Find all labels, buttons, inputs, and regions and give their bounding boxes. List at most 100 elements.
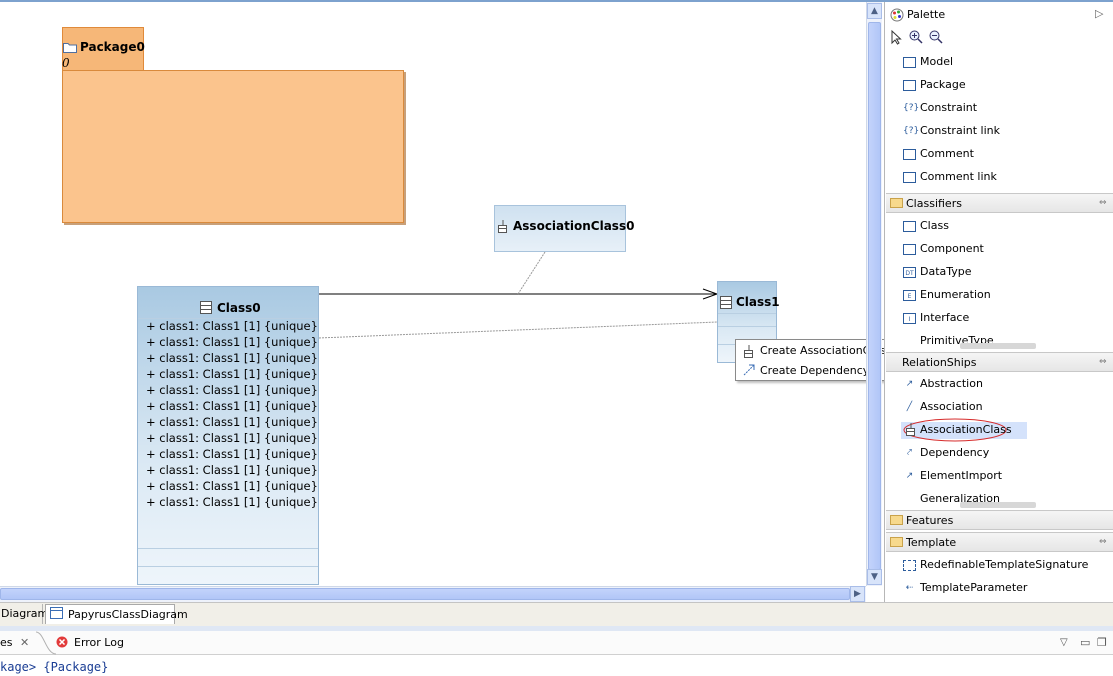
- palette-item-comment[interactable]: Comment: [920, 147, 974, 160]
- palette-item-selected-highlight: [901, 422, 1027, 439]
- palette-item-element-import[interactable]: ElementImport: [920, 469, 1003, 482]
- package-body[interactable]: [62, 70, 404, 223]
- class1-name[interactable]: Class1: [736, 295, 780, 309]
- class-icon: [903, 221, 916, 232]
- class0-name[interactable]: Class0: [217, 301, 261, 315]
- tab-properties[interactable]: es: [0, 636, 13, 649]
- palette-item-constraint-link[interactable]: Constraint link: [920, 124, 1000, 137]
- properties-content: [0, 657, 1113, 676]
- component-icon: [903, 244, 916, 255]
- palette-item-enumeration[interactable]: Enumeration: [920, 288, 991, 301]
- class0-attribute[interactable]: + class1: Class1 [1] {unique}: [146, 415, 318, 429]
- horizontal-scrollbar-thumb[interactable]: [0, 588, 850, 600]
- minimize-icon[interactable]: ▭: [1080, 636, 1091, 649]
- folder-open-icon: [890, 515, 903, 525]
- drawer-relationships[interactable]: [886, 352, 1113, 372]
- scroll-down-button[interactable]: ▼: [867, 569, 882, 585]
- palette-collapse-arrow-icon[interactable]: ▷: [1095, 7, 1104, 20]
- package-folder-icon: [63, 43, 77, 53]
- element-import-icon: ↗: [905, 471, 914, 481]
- scroll-up-button[interactable]: ▲: [867, 3, 882, 19]
- drawer-classifiers-label[interactable]: Classifiers: [906, 197, 962, 210]
- association-icon: ╱: [906, 402, 913, 412]
- palette-item-association[interactable]: Association: [920, 400, 983, 413]
- class0-attribute[interactable]: + class1: Class1 [1] {unique}: [146, 463, 318, 477]
- zoom-out-icon[interactable]: [929, 30, 943, 44]
- interface-icon: I: [903, 313, 916, 324]
- drawer-classifiers[interactable]: [886, 193, 1113, 213]
- window-top-border: [0, 0, 1113, 2]
- palette-item-template-parameter[interactable]: TemplateParameter: [920, 581, 1028, 594]
- dependency-icon: ⤤: [906, 448, 913, 458]
- palette-item-package[interactable]: Package: [920, 78, 966, 91]
- class0-attribute[interactable]: + class1: Class1 [1] {unique}: [146, 479, 318, 493]
- package-tab[interactable]: [62, 27, 144, 70]
- drawer-features[interactable]: [886, 510, 1113, 530]
- menu-item-create-association-class[interactable]: Create AssociationClass: [760, 344, 892, 357]
- scroll-right-button[interactable]: ▶: [850, 586, 865, 602]
- palette-item-dependency[interactable]: Dependency: [920, 446, 990, 459]
- tab-diagram[interactable]: Diagram: [0, 604, 48, 624]
- association-class-node[interactable]: [494, 205, 626, 252]
- tab-error-log[interactable]: Error Log: [74, 636, 124, 649]
- palette-item-generalization[interactable]: Generalization: [920, 492, 1000, 505]
- folder-open-icon: [890, 198, 903, 208]
- package-name[interactable]: Package0: [80, 40, 145, 54]
- class0-attribute[interactable]: + class1: Class1 [1] {unique}: [146, 383, 318, 397]
- class-icon: [200, 301, 212, 314]
- drawer-template[interactable]: [886, 532, 1113, 552]
- maximize-icon[interactable]: ❐: [1097, 636, 1107, 649]
- folder-open-icon: [890, 537, 903, 547]
- palette-item-model[interactable]: Model: [920, 55, 954, 68]
- tab-papyrus-class-diagram[interactable]: PapyrusClassDiagram: [45, 604, 188, 624]
- enumeration-icon: E: [903, 290, 916, 301]
- connection-popup-menu: Create AssociationClass Create Dependenc…: [735, 339, 913, 381]
- creation-feedback-line: [318, 321, 718, 339]
- palette-item-redefinable-template-signature[interactable]: RedefinableTemplateSignature: [920, 558, 1089, 571]
- palette-item-datatype[interactable]: DataType: [920, 265, 972, 278]
- template-parameter-icon: ⇠: [905, 583, 914, 593]
- drawer-pin-icon[interactable]: ⇔: [1099, 198, 1107, 208]
- close-tab-icon[interactable]: ✕: [20, 636, 30, 649]
- class0-compartment-separator: [138, 566, 318, 567]
- drawer-pin-icon[interactable]: ⇔: [1099, 537, 1107, 547]
- view-menu-icon[interactable]: ▽: [1060, 637, 1068, 648]
- vertical-scrollbar-thumb[interactable]: [868, 22, 881, 570]
- association-class-icon: [744, 345, 753, 358]
- menu-item-create-dependency[interactable]: Create Dependency: [760, 364, 870, 377]
- drawer-features-label[interactable]: Features: [906, 514, 954, 527]
- connector-layer: [318, 251, 719, 339]
- tab-papyrus-label: PapyrusClassDiagram: [68, 608, 188, 621]
- class0-attribute[interactable]: + class1: Class1 [1] {unique}: [146, 447, 318, 461]
- class0-attribute[interactable]: + class1: Class1 [1] {unique}: [146, 319, 318, 333]
- class0-compartment-separator: [138, 548, 318, 549]
- palette-item-association-class[interactable]: AssociationClass: [920, 423, 1012, 436]
- drawer-template-label[interactable]: Template: [906, 536, 957, 549]
- class0-node[interactable]: [137, 286, 319, 585]
- drawer-relationships-label[interactable]: RelationShips: [902, 356, 977, 369]
- drawer-scroll-indicator[interactable]: [960, 502, 1036, 508]
- zoom-in-icon[interactable]: [909, 30, 923, 44]
- class1-compartment-separator: [718, 326, 776, 327]
- class0-attribute[interactable]: + class1: Class1 [1] {unique}: [146, 399, 318, 413]
- tab-divider: [35, 631, 57, 655]
- class0-attribute[interactable]: + class1: Class1 [1] {unique}: [146, 431, 318, 445]
- select-tool-icon[interactable]: [891, 29, 903, 45]
- palette-item-class[interactable]: Class: [920, 219, 949, 232]
- palette-item-interface[interactable]: Interface: [920, 311, 970, 324]
- class1-compartment-separator: [718, 313, 776, 314]
- class0-attribute[interactable]: + class1: Class1 [1] {unique}: [146, 335, 318, 349]
- drawer-pin-icon[interactable]: ⇔: [1099, 357, 1107, 367]
- properties-selection-label: kage> {Package}: [0, 660, 109, 674]
- palette-item-component[interactable]: Component: [920, 242, 984, 255]
- association-class-dashed-link: [517, 251, 546, 295]
- class0-attribute[interactable]: + class1: Class1 [1] {unique}: [146, 495, 318, 509]
- drawer-scroll-indicator[interactable]: [960, 343, 1036, 349]
- palette-item-constraint[interactable]: Constraint: [920, 101, 978, 114]
- palette-item-comment-link[interactable]: Comment link: [920, 170, 997, 183]
- class0-attribute[interactable]: + class1: Class1 [1] {unique}: [146, 367, 318, 381]
- association-class-name[interactable]: AssociationClass0: [513, 219, 635, 233]
- palette-item-abstraction[interactable]: Abstraction: [920, 377, 983, 390]
- abstraction-icon: ↗: [905, 379, 914, 389]
- class0-attribute[interactable]: + class1: Class1 [1] {unique}: [146, 351, 318, 365]
